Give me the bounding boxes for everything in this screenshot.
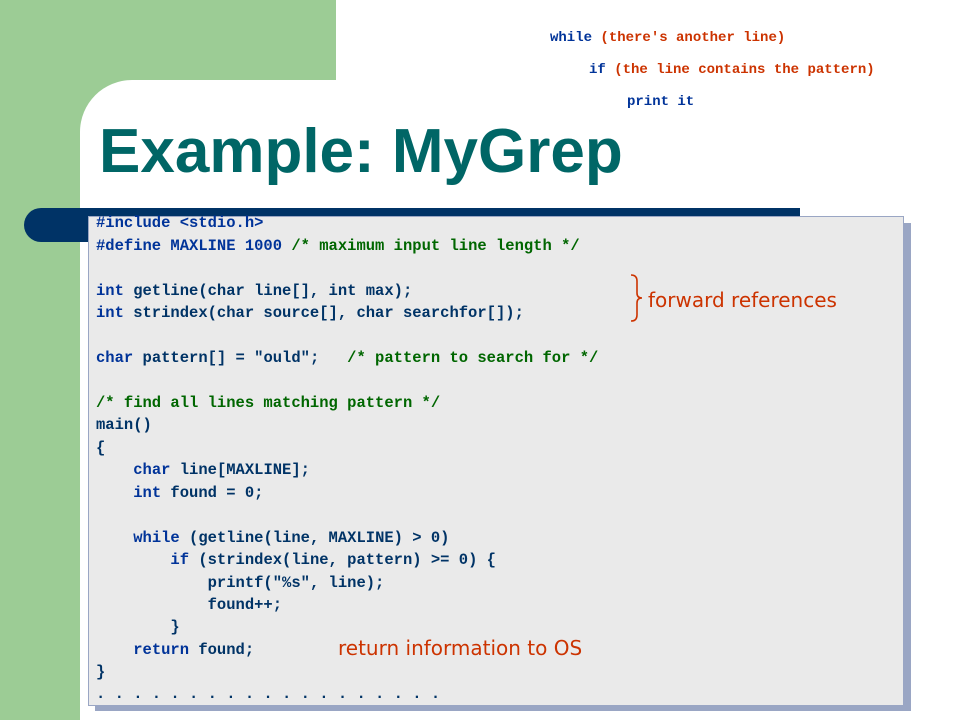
code-line-main: main() <box>96 415 152 435</box>
pseudo-keyword: print it <box>627 94 695 110</box>
code-text: (strindex(line, pattern) >= 0) { <box>189 551 496 569</box>
pseudo-line-1: while (there's another line) <box>550 30 785 46</box>
code-text: found++; <box>207 596 283 614</box>
pseudo-line-3: print it <box>627 94 694 110</box>
code-line-printf: printf("%s", line); <box>96 573 385 593</box>
code-text: } <box>96 663 106 681</box>
forward-references-note: forward references <box>648 288 837 312</box>
code-line-found-inc: found++; <box>96 595 282 615</box>
code-line-decl-found: int found = 0; <box>96 483 263 503</box>
code-text: printf("%s", line); <box>207 574 385 592</box>
curly-brace-icon <box>630 274 643 322</box>
code-line-inner-close: } <box>96 617 180 637</box>
code-keyword: int <box>96 282 124 300</box>
code-comment: /* pattern to search for */ <box>347 349 599 367</box>
code-line-include: #include <stdio.h> <box>96 213 263 233</box>
code-line-find-comment: /* find all lines matching pattern */ <box>96 393 440 413</box>
pseudo-condition: (there's another line) <box>600 30 786 46</box>
code-keyword: int <box>133 484 162 502</box>
code-comment: /* maximum input line length */ <box>291 237 580 255</box>
return-info-note: return information to OS <box>338 636 583 660</box>
code-line-close-brace: } <box>96 662 105 682</box>
code-line-if: if (strindex(line, pattern) >= 0) { <box>96 550 496 570</box>
code-line-dots: . . . . . . . . . . . . . . . . . . . <box>96 684 440 704</box>
code-keyword: if <box>170 551 190 569</box>
code-text: } <box>170 618 180 636</box>
code-text: #define MAXLINE 1000 <box>96 237 283 255</box>
code-text: (getline(line, MAXLINE) > 0) <box>179 529 450 547</box>
code-keyword: while <box>133 529 180 547</box>
code-box <box>88 216 904 706</box>
code-line-getline: int getline(char line[], int max); <box>96 281 412 301</box>
code-keyword: return <box>133 641 190 659</box>
code-text: pattern[] = "ould"; <box>133 349 320 367</box>
code-text: line[MAXLINE]; <box>170 461 310 479</box>
pseudo-condition: (the line contains the pattern) <box>614 62 875 78</box>
code-text: #include <stdio.h> <box>96 214 264 232</box>
code-text: strindex(char source[], char searchfor[]… <box>123 304 524 322</box>
code-text: found; <box>189 641 255 659</box>
code-line-while: while (getline(line, MAXLINE) > 0) <box>96 528 449 548</box>
code-text: main() <box>96 416 152 434</box>
pseudo-line-2: if (the line contains the pattern) <box>589 62 875 78</box>
code-keyword: int <box>96 304 124 322</box>
code-text: found = 0; <box>161 484 264 502</box>
code-text: . . . . . . . . . . . . . . . . . . . <box>96 685 441 703</box>
pseudo-keyword: while <box>550 30 593 46</box>
code-line-decl-line: char line[MAXLINE]; <box>96 460 310 480</box>
code-keyword: char <box>96 349 134 367</box>
code-keyword: char <box>133 461 171 479</box>
slide-title: Example: MyGrep <box>99 117 623 186</box>
pseudo-keyword: if <box>589 62 606 78</box>
code-line-pattern: char pattern[] = "ould"; /* pattern to s… <box>96 348 598 368</box>
white-top-area <box>336 0 960 80</box>
code-text: { <box>96 439 106 457</box>
code-line-open-brace: { <box>96 438 105 458</box>
code-line-define: #define MAXLINE 1000 /* maximum input li… <box>96 236 580 256</box>
code-line-return: return found; <box>96 640 254 660</box>
code-comment: /* find all lines matching pattern */ <box>96 394 441 412</box>
code-line-strindex: int strindex(char source[], char searchf… <box>96 303 524 323</box>
code-text: getline(char line[], int max); <box>123 282 413 300</box>
